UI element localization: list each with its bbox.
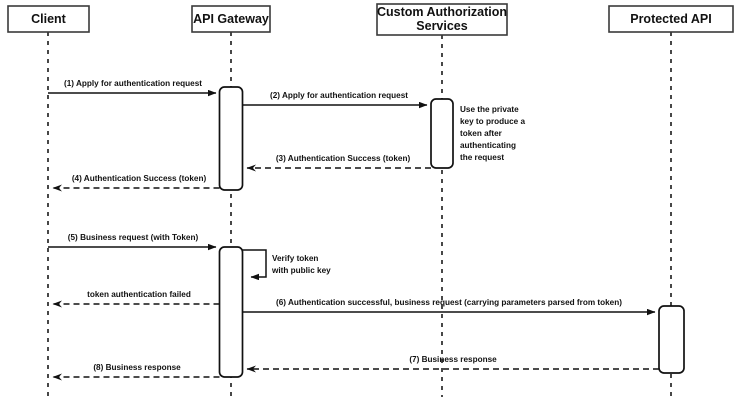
participant-box-api-gateway: [191, 5, 271, 33]
message-token-authentication-failed-label: token authentication failed: [87, 290, 191, 299]
lifelines: [47, 32, 672, 397]
self-message-verify-token-path: [242, 249, 267, 281]
message-6[interactable]: (6) Authentication successful, business …: [242, 298, 656, 316]
message-7-label: (7) Business response: [409, 355, 497, 364]
participant-protected-api[interactable]: Protected API: [608, 5, 734, 33]
note-private-key-line-4: authenticating: [460, 141, 516, 150]
participant-api-gateway[interactable]: API Gateway: [191, 5, 271, 33]
note-private-key: Use the private key to produce a token a…: [460, 105, 526, 162]
message-2-label: (2) Apply for authentication request: [270, 91, 408, 100]
participant-label-client: Client: [31, 12, 67, 26]
message-8-label: (8) Business response: [93, 363, 181, 372]
message-5[interactable]: (5) Business request (with Token): [48, 233, 217, 251]
participant-box-custom-auth: [376, 3, 508, 36]
participant-client[interactable]: Client: [7, 5, 90, 33]
message-2[interactable]: (2) Apply for authentication request: [242, 91, 428, 109]
participant-label-custom-auth-line2: Services: [416, 19, 467, 33]
participant-label-api-gateway: API Gateway: [193, 12, 269, 26]
message-5-label: (5) Business request (with Token): [68, 233, 199, 242]
self-message-verify-token-label-line2: with public key: [271, 266, 331, 275]
participant-label-custom-auth-line1: Custom Authorization: [377, 5, 507, 19]
note-private-key-line-5: the request: [460, 153, 504, 162]
message-4[interactable]: (4) Authentication Success (token): [52, 174, 220, 192]
participant-custom-auth[interactable]: Custom Authorization Services: [376, 3, 508, 36]
self-message-verify-token[interactable]: Verify token with public key: [242, 249, 332, 281]
note-private-key-line-1: Use the private: [460, 105, 519, 114]
message-3[interactable]: (3) Authentication Success (token): [246, 154, 431, 172]
note-private-key-line-2: key to produce a: [460, 117, 526, 126]
note-private-key-line-3: token after: [460, 129, 503, 138]
message-8[interactable]: (8) Business response: [52, 363, 220, 381]
message-6-label: (6) Authentication successful, business …: [276, 298, 622, 307]
participant-label-protected-api: Protected API: [630, 12, 712, 26]
participant-box-protected-api: [608, 5, 734, 33]
activation-api-gateway-business: [218, 246, 244, 378]
activation-bars: [218, 86, 685, 378]
message-7[interactable]: (7) Business response: [246, 355, 659, 373]
self-message-verify-token-label-line1: Verify token: [272, 254, 318, 263]
message-1[interactable]: (1) Apply for authentication request: [48, 79, 217, 97]
message-4-label: (4) Authentication Success (token): [72, 174, 207, 183]
participant-box-client: [7, 5, 90, 33]
activation-protected-api: [658, 305, 685, 374]
activation-api-gateway-auth: [218, 86, 244, 191]
activation-custom-auth: [430, 98, 454, 169]
message-1-label: (1) Apply for authentication request: [64, 79, 202, 88]
message-3-label: (3) Authentication Success (token): [276, 154, 411, 163]
message-token-authentication-failed[interactable]: token authentication failed: [52, 290, 220, 308]
